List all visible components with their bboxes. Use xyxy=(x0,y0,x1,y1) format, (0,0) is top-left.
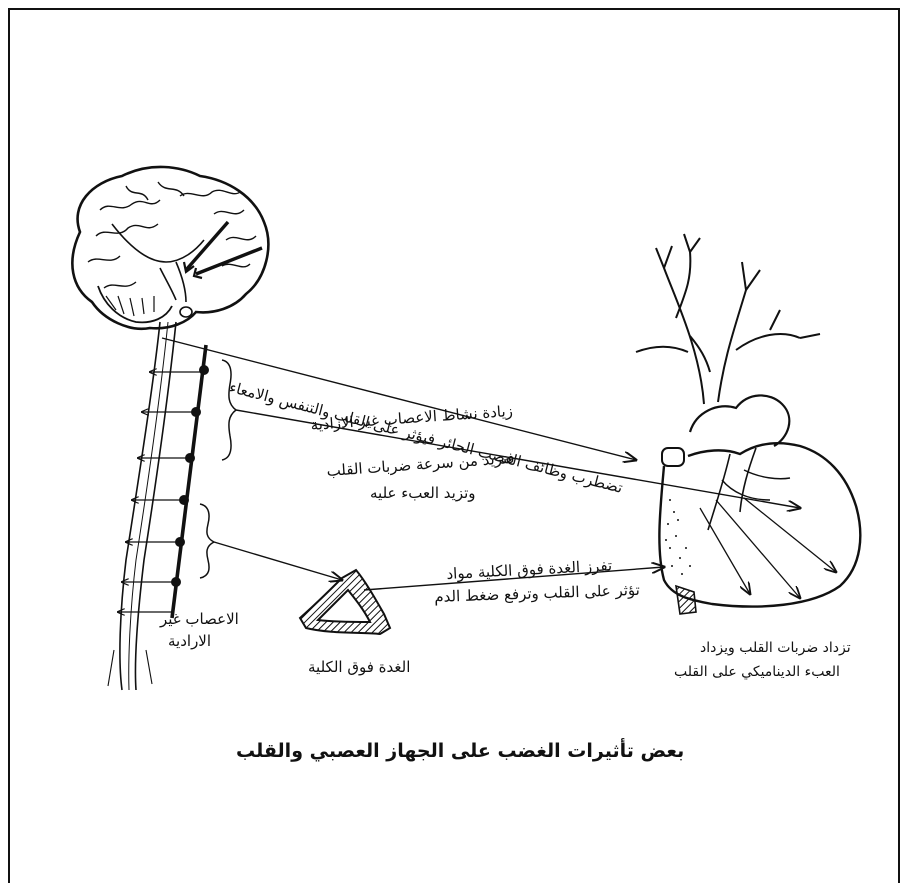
label-autonomic-nerves-1: الاعصاب غير xyxy=(160,610,239,628)
label-heart-result-2: العبء الديناميكي على القلب xyxy=(674,664,840,681)
spinal-cord xyxy=(108,322,176,690)
label-heart-result-1: تزداد ضربات القلب ويزداد xyxy=(700,640,851,657)
heart-stipple xyxy=(665,499,691,575)
label-autonomic-nerves-2: الارادية xyxy=(168,632,211,650)
brain-arrows xyxy=(184,222,262,278)
brain-drawing xyxy=(72,167,268,329)
heart-drawing xyxy=(636,234,860,614)
adrenal-gland-drawing xyxy=(300,570,390,634)
label-adrenal-gland: الغدة فوق الكلية xyxy=(308,658,410,676)
nerve-connectors xyxy=(118,372,204,612)
figure-caption: بعض تأثيرات الغضب على الجهاز العصبي والق… xyxy=(236,740,684,763)
label-heart-burden: وتزيد العبء عليه xyxy=(370,484,476,502)
